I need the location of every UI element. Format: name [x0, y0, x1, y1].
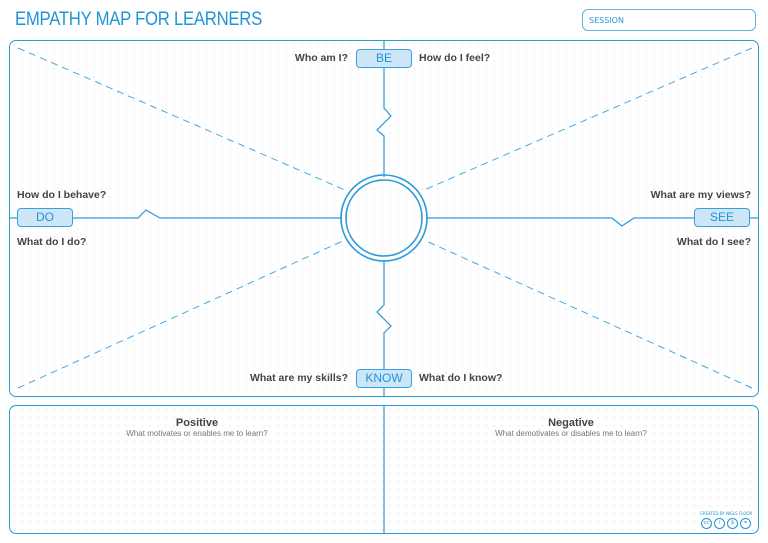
- cc-icon: cc: [701, 518, 712, 529]
- noncommercial-icon: $: [727, 518, 738, 529]
- know-right-question: What do I know?: [419, 372, 503, 384]
- see-bottom-question: What do I see?: [676, 236, 751, 248]
- negative-subtitle: What demotivates or disables me to learn…: [495, 429, 647, 438]
- negative-title: Negative: [548, 417, 594, 429]
- know-left-question: What are my skills?: [249, 372, 348, 384]
- be-right-question: How do I feel?: [419, 52, 491, 64]
- credit-text: CREATED BY NIELS FLOOR: [700, 511, 753, 516]
- know-tag: KNOW: [356, 369, 412, 388]
- be-left-question: Who am I?: [294, 52, 348, 64]
- session-field[interactable]: SESSION: [582, 9, 756, 31]
- page-title: EMPATHY MAP FOR LEARNERS: [15, 9, 263, 30]
- be-tag: BE: [356, 49, 412, 68]
- see-top-question: What are my views?: [650, 189, 751, 201]
- noderivatives-icon: =: [740, 518, 751, 529]
- positive-header: Positive What motivates or enables me to…: [10, 417, 384, 438]
- do-top-question: How do I behave?: [17, 189, 107, 201]
- attribution-icon: i: [714, 518, 725, 529]
- positive-subtitle: What motivates or enables me to learn?: [126, 429, 268, 438]
- do-tag: DO: [17, 208, 73, 227]
- see-tag: SEE: [694, 208, 750, 227]
- positive-title: Positive: [175, 417, 219, 429]
- negative-header: Negative What demotivates or disables me…: [384, 417, 758, 438]
- do-bottom-question: What do I do?: [17, 236, 87, 248]
